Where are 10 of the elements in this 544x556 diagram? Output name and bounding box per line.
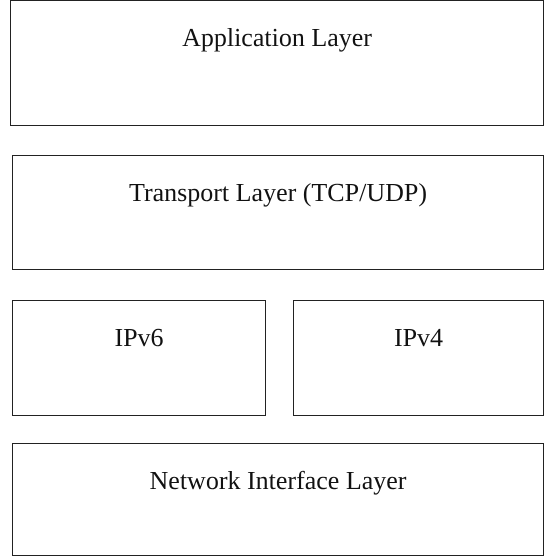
layer-label: IPv6 <box>113 323 165 353</box>
layer-box <box>12 300 266 416</box>
layer-box <box>12 443 544 556</box>
layer-label: IPv4 <box>392 323 444 353</box>
layer-label: Transport Layer (TCP/UDP) <box>128 178 428 208</box>
layer-box <box>293 300 544 416</box>
layer-label: Network Interface Layer <box>148 466 408 496</box>
layer-box <box>12 155 544 270</box>
layer-box <box>10 0 544 126</box>
layer-label: Application Layer <box>181 23 373 53</box>
